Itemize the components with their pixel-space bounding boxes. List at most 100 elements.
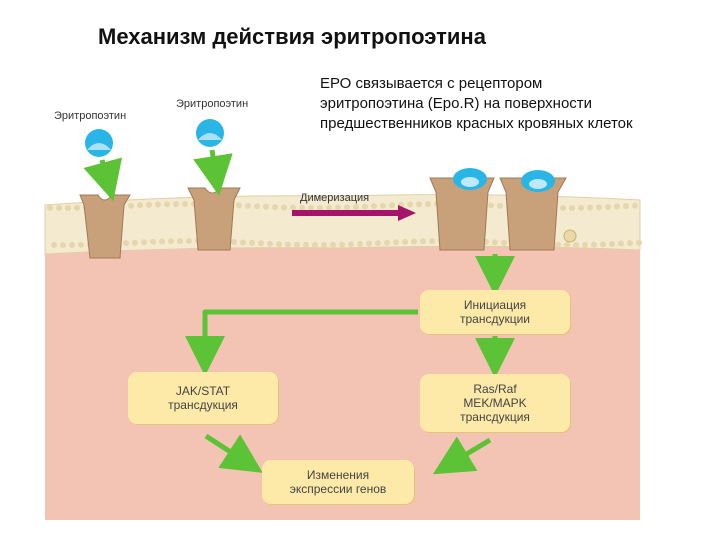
lipid-dot — [497, 202, 503, 209]
lipid-dot — [290, 204, 296, 211]
lipid-dot — [267, 240, 273, 247]
lipid-dot — [335, 204, 341, 211]
lipid-dot — [492, 239, 498, 246]
box-initiation: Инициация трансдукции — [420, 290, 570, 334]
lipid-dot — [330, 241, 336, 248]
lipid-dot — [263, 203, 269, 210]
lipid-dot — [632, 202, 638, 209]
arrow-initiation-to-jakstat — [185, 309, 418, 376]
box-rasraf-line-3: трансдукция — [460, 410, 530, 424]
dimer-receptor-left — [429, 177, 495, 251]
lipid-dot — [150, 238, 156, 245]
arrow-ligand-to-receptor-right — [193, 149, 233, 196]
lipid-dot — [173, 201, 179, 208]
lipid-dot — [258, 240, 264, 247]
lipid-dot — [321, 241, 327, 248]
lipid-dot — [582, 241, 588, 248]
lipid-dot — [587, 204, 593, 211]
lipid-dot — [569, 204, 575, 211]
box-expression-line-2: экспрессии генов — [289, 482, 387, 496]
description-line-3: предшественников красных кровяных клеток — [320, 115, 633, 132]
lipid-dot — [339, 241, 345, 248]
lipid-dot — [353, 204, 359, 211]
lipid-dot — [555, 241, 561, 248]
lipid-dot — [177, 238, 183, 245]
lipid-dot — [389, 202, 395, 209]
lipid-dot — [317, 204, 323, 211]
lipid-dot — [357, 241, 363, 248]
lipid-dot — [416, 201, 422, 208]
lipid-dot — [308, 204, 314, 211]
dimerization-arrow — [292, 205, 416, 221]
lipid-dot — [402, 238, 408, 245]
lipid-dot — [182, 201, 188, 208]
lipid-dot — [245, 202, 251, 209]
box-jakstat: JAK/STAT трансдукция — [128, 372, 278, 424]
lipid-dot — [375, 240, 381, 247]
lipid-dot — [411, 238, 417, 245]
lipid-dot — [407, 201, 413, 208]
lipid-dot — [564, 241, 570, 248]
box-initiation-line-1: Инициация — [463, 298, 527, 312]
lipid-dot — [56, 204, 62, 211]
lipid-dot — [285, 241, 291, 248]
lipid-dot — [605, 203, 611, 210]
box-initiation-line-2: трансдукции — [459, 312, 530, 326]
lipid-dot — [47, 204, 53, 211]
box-jakstat-line-2: трансдукция — [168, 398, 238, 412]
lipid-dot — [614, 203, 620, 210]
lipid-dot — [366, 240, 372, 247]
description-text: ЕРО связывается с рецептором эритропоэти… — [320, 74, 720, 134]
lipid-dot — [420, 238, 426, 245]
lipid-dot — [384, 239, 390, 246]
box-gene-expression: Изменения экспрессии генов — [262, 460, 414, 504]
lipid-dot — [281, 204, 287, 211]
dimerization-label: Димеризация — [300, 192, 370, 204]
lipid-dot — [249, 239, 255, 246]
lipid-dot — [65, 204, 71, 211]
box-jakstat-line-1: JAK/STAT — [175, 384, 231, 398]
lipid-dot — [609, 240, 615, 247]
lipid-dot — [168, 238, 174, 245]
lipid-dot — [132, 239, 138, 246]
lipid-dot — [123, 240, 129, 247]
lipid-dot — [362, 203, 368, 210]
box-rasraf-line-1: Ras/Raf — [473, 382, 517, 396]
lipid-dot — [591, 241, 597, 248]
box-rasraf-line-2: MEK/MAPK — [463, 396, 527, 410]
arrow-ligand-to-receptor-left — [83, 157, 123, 202]
lipid-dot — [137, 202, 143, 209]
lipid-dot — [159, 238, 165, 245]
lipid-dot — [231, 238, 237, 245]
lipid-dot — [501, 239, 507, 246]
ligand-label-left: Эритропоэтин — [54, 110, 127, 122]
lipid-dot — [141, 239, 147, 246]
lipid-dot — [380, 202, 386, 209]
lipid-dot — [429, 238, 435, 245]
lipid-dot — [326, 204, 332, 211]
lipid-dot — [164, 201, 170, 208]
lipid-dot — [146, 201, 152, 208]
lipid-dot — [51, 241, 57, 248]
lipid-dot — [627, 240, 633, 247]
box-expression-line-1: Изменения — [306, 468, 370, 482]
epo-ligand-right — [196, 119, 224, 147]
lipid-dot — [573, 241, 579, 248]
lipid-dot — [186, 238, 192, 245]
lipid-dot — [155, 201, 161, 208]
lipid-dot — [299, 204, 305, 211]
description-line-2: эритропоэтина (Еро.R) на поверхности — [320, 95, 593, 112]
lipid-dot — [344, 204, 350, 211]
dimer-receptor-right — [499, 177, 567, 251]
lipid-dot — [74, 204, 80, 211]
lipid-dot — [240, 239, 246, 246]
epo-ligand-left — [85, 129, 113, 157]
lipid-dot — [272, 204, 278, 211]
lipid-dot — [128, 202, 134, 209]
lipid-dot — [303, 241, 309, 248]
lipid-dot — [276, 241, 282, 248]
lipid-dot — [348, 241, 354, 248]
bound-ligand-right — [521, 170, 555, 192]
lipid-dot — [618, 240, 624, 247]
